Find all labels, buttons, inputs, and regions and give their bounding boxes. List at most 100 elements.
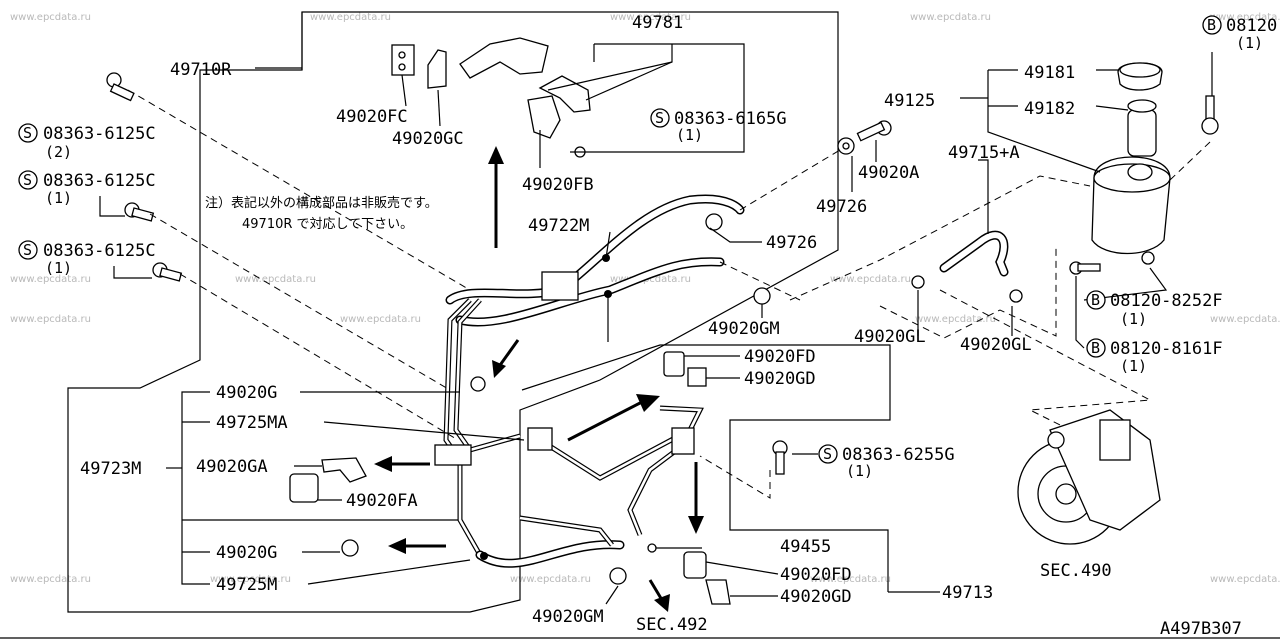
qty-08120-8161f-a: (1) bbox=[1236, 34, 1263, 52]
watermark: www.epcdata.ru bbox=[915, 314, 996, 325]
b-badge: B bbox=[1091, 339, 1100, 357]
watermark: www.epcdata.ru bbox=[1210, 12, 1280, 23]
leader-line bbox=[987, 70, 1101, 173]
clamp-49020g-icon bbox=[341, 539, 359, 557]
arrow-head-icon bbox=[654, 594, 670, 612]
watermark: www.epcdata.ru bbox=[910, 12, 991, 23]
watermark: www.epcdata.ru bbox=[235, 274, 316, 285]
joint-block-icon bbox=[434, 444, 472, 466]
bolt-b-right-icon bbox=[1141, 251, 1155, 265]
qty-08363-6165g: (1) bbox=[676, 126, 703, 144]
fitting-49455-icon bbox=[647, 543, 657, 553]
bolt-left-3 bbox=[152, 262, 183, 282]
bracket-49781-lower-icon bbox=[538, 75, 591, 113]
leader-line bbox=[605, 231, 611, 259]
leader-line bbox=[570, 43, 745, 153]
bracket-block-icon bbox=[527, 427, 553, 451]
dashed-guide bbox=[789, 175, 1091, 301]
label-49020a: 49020A bbox=[858, 163, 919, 183]
assembly-outline bbox=[67, 11, 839, 613]
clip-49020gm-icon bbox=[753, 287, 771, 305]
label-49455: 49455 bbox=[780, 537, 831, 557]
hose-inner bbox=[941, 232, 1007, 275]
grommet-49020fa-icon bbox=[289, 473, 319, 503]
label-08363-6255g: 08363-6255G bbox=[842, 445, 955, 465]
label-49020ga: 49020GA bbox=[196, 457, 268, 477]
label-49020gd-a: 49020GD bbox=[744, 369, 816, 389]
label-49726-b: 49726 bbox=[766, 233, 817, 253]
clamp-49020fb-icon bbox=[527, 95, 561, 139]
clip-block-icon bbox=[671, 427, 695, 455]
s-badge-icon bbox=[818, 444, 838, 464]
s-badge: S bbox=[23, 124, 32, 142]
bracket-49781-icon bbox=[459, 37, 549, 79]
label-49125: 49125 bbox=[884, 91, 935, 111]
note-line-2: 49710R で対応して下さい。 bbox=[242, 217, 413, 232]
watermark: www.epcdata.ru bbox=[510, 574, 591, 585]
leader-line bbox=[605, 585, 619, 605]
label-08363-6165g: 08363-6165G bbox=[674, 109, 787, 129]
label-49781: 49781 bbox=[632, 13, 683, 33]
label-49020g-b: 49020G bbox=[216, 543, 277, 563]
qty-08120-8161f-b: (1) bbox=[1120, 357, 1147, 375]
label-49020gc: 49020GC bbox=[392, 129, 464, 149]
label-49710r: 49710R bbox=[170, 60, 232, 80]
washer-49726-icon bbox=[705, 213, 723, 231]
label-08363-6125c-b: 08363-6125C bbox=[43, 171, 156, 191]
watermark: www.epcdata.ru bbox=[1210, 314, 1280, 325]
b-badge: B bbox=[1207, 16, 1216, 34]
leader-line bbox=[181, 391, 210, 585]
leader-line bbox=[307, 559, 471, 585]
leader-line bbox=[401, 74, 407, 107]
pump-sec490-icon bbox=[1017, 409, 1161, 545]
s-badge-icon bbox=[18, 240, 38, 260]
leader-line bbox=[113, 266, 152, 279]
dashed-guide bbox=[149, 213, 451, 391]
clip-49020gm-icon bbox=[609, 567, 627, 585]
label-49020fd-a: 49020FD bbox=[744, 347, 816, 367]
watermark: www.epcdata.ru bbox=[610, 274, 691, 285]
label-08120-8161f-b: 08120-8161F bbox=[1110, 339, 1223, 359]
label-49020fc: 49020FC bbox=[336, 107, 408, 127]
bolt-left-1 bbox=[106, 72, 135, 102]
label-49020gm-a: 49020GM bbox=[708, 319, 780, 339]
leader-line bbox=[1095, 105, 1129, 111]
label-08120-8161f-a: 08120-8161F bbox=[1226, 16, 1280, 36]
clamp-49020gl-icon bbox=[1009, 289, 1023, 303]
hose-clamp-block-icon bbox=[541, 271, 579, 301]
clamp-49020ga-icon bbox=[321, 457, 367, 483]
arrow-head-icon bbox=[374, 456, 392, 472]
note-line-1: 注）表記以外の構成部品は非販売です。 bbox=[205, 195, 438, 211]
arrow-down-icon bbox=[648, 579, 664, 601]
bracket-group-top bbox=[391, 37, 591, 158]
qty-08120-8252f: (1) bbox=[1120, 310, 1147, 328]
washer-hole-icon bbox=[842, 142, 850, 150]
hose-49715-icon bbox=[939, 230, 1009, 277]
label-49020g-a: 49020G bbox=[216, 383, 277, 403]
dashed-guide bbox=[739, 149, 841, 211]
label-49181: 49181 bbox=[1024, 63, 1075, 83]
qty-08363-6125c-b: (1) bbox=[45, 189, 72, 207]
clamp-hole-icon bbox=[398, 51, 406, 59]
label-49020gm-b: 49020GM bbox=[532, 607, 604, 627]
watermark: www.epcdata.ru bbox=[10, 12, 91, 23]
s-badge: S bbox=[23, 241, 32, 259]
arrow-head-icon bbox=[688, 516, 704, 534]
label-49020fd-b: 49020FD bbox=[780, 565, 852, 585]
dashed-guide bbox=[719, 261, 801, 301]
bolt-b-middle-icon bbox=[1069, 261, 1101, 275]
arrow-down-icon bbox=[496, 339, 520, 369]
arrow-head-icon bbox=[636, 394, 660, 412]
label-49020gl-b: 49020GL bbox=[960, 335, 1032, 355]
bolt-left-2 bbox=[124, 202, 155, 222]
leader-line bbox=[1083, 267, 1168, 301]
label-08120-8252f: 08120-8252F bbox=[1110, 291, 1223, 311]
b-badge-icon bbox=[1086, 338, 1106, 358]
label-49725m: 49725M bbox=[216, 575, 277, 595]
grommet-49020fd-icon bbox=[683, 551, 707, 579]
s-badge-icon bbox=[18, 123, 38, 143]
label-49722m: 49722M bbox=[528, 216, 589, 236]
s-badge: S bbox=[655, 109, 664, 127]
label-sec492: SEC.492 bbox=[636, 615, 708, 635]
qty-08363-6125c-c: (1) bbox=[45, 259, 72, 277]
